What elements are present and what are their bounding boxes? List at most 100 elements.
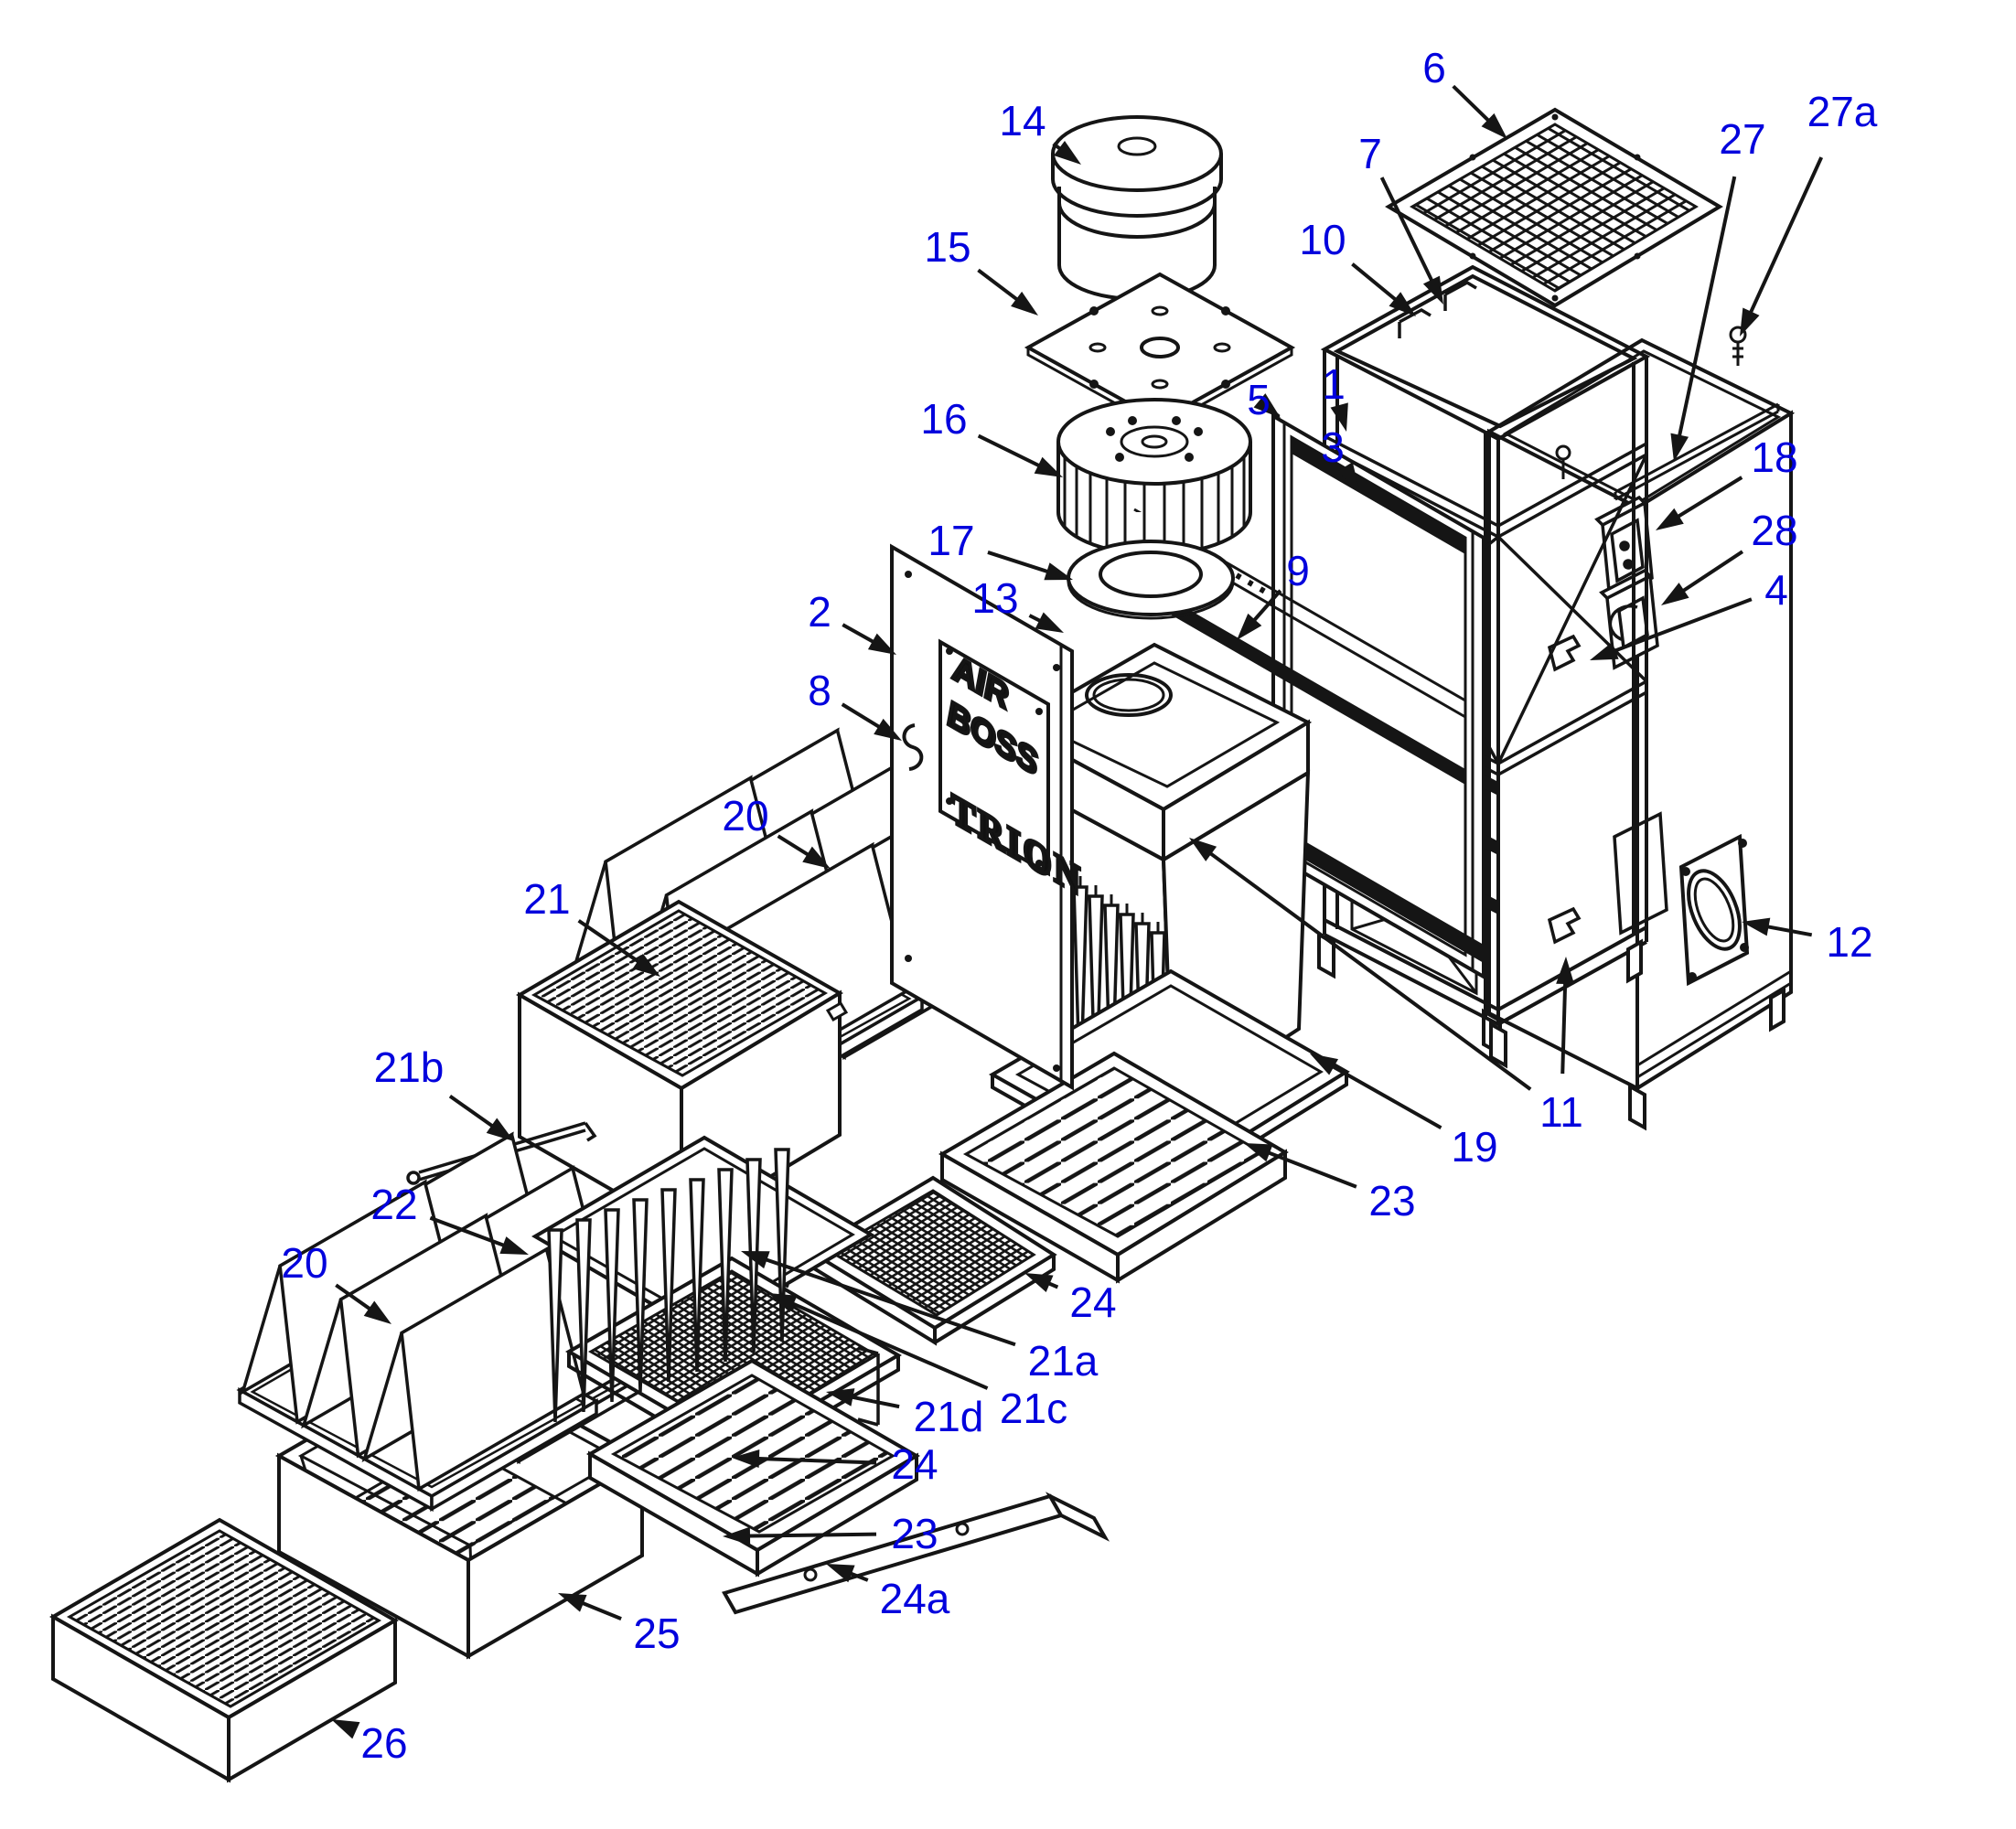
part-number-text: 19 [1451,1123,1497,1171]
leader-arrowhead [1310,1054,1339,1075]
part-label-17: 17 [928,517,1073,581]
leader-line [1351,262,1402,305]
frame-rails-left [1324,434,1499,776]
leader-line [1249,589,1282,626]
part-number-text: 4 [1764,566,1788,614]
corner-bracket-right [1443,280,1477,311]
spring-hook [902,723,924,771]
part-number-text: 9 [1286,547,1310,594]
part-number-text: 21 [523,875,570,923]
leader-arrowhead [1024,1273,1054,1292]
hub-bolts [1106,416,1203,462]
leader-line [1452,84,1495,127]
part-number-text: 21d [914,1393,984,1440]
part-number-text: 22 [370,1181,417,1228]
part-label-24a: 24a [826,1564,950,1622]
cabinet-shell [1482,326,1796,1131]
part-label-25: 25 [558,1593,681,1657]
leader-line [845,1394,900,1409]
part-label-21: 21 [523,875,660,977]
part-label-20: 20 [281,1239,391,1324]
part-number-text: 21b [374,1043,445,1091]
gasket [1292,437,1465,554]
part-number-text: 12 [1826,918,1872,966]
inlet-ring [1067,540,1235,620]
part-number-text: 27 [1719,115,1765,163]
part-number-text: 2 [808,588,831,636]
leader-arrowhead [1740,307,1760,337]
leader-arrowhead [723,1526,751,1546]
door-frame-midrail-dark [1273,658,1465,785]
leader-arrowhead [1590,642,1619,660]
part-number-text: 24a [880,1575,950,1622]
leader-arrowhead [874,718,902,741]
part-number-text: 16 [920,395,967,443]
door-frame [1133,412,1485,980]
leader-line [577,919,645,968]
part-label-27: 27 [1670,115,1766,462]
part-number-text: 1 [1322,360,1346,408]
part-number-text: 7 [1358,130,1382,177]
leader-arrowhead [1670,433,1689,462]
part-label-18: 18 [1656,433,1798,530]
leader-line [987,551,1055,576]
part-number-text: 6 [1422,44,1446,91]
angle-channel [722,1492,1110,1615]
part-label-20: 20 [722,792,831,869]
part-number-text: 28 [1751,507,1797,554]
part-label-10: 10 [1299,216,1416,316]
part-number-text: 18 [1751,433,1797,481]
frame-rails-right [1497,442,1647,776]
duct-collar [1678,833,1750,987]
leader-line [429,1215,511,1250]
shell-faces [1485,337,1796,1092]
leader-arrowhead [1253,393,1281,418]
leader-arrowhead [1330,402,1348,432]
part-label-23: 23 [723,1510,938,1557]
leader-line [977,268,1024,305]
leader-arrowhead [1034,456,1063,477]
blower-fins [1063,457,1246,554]
part-number-text: 10 [1299,216,1346,263]
door-frame-midrail-perf [1272,588,1466,719]
part-label-16: 16 [920,395,1063,477]
top-grille [1385,107,1723,308]
part-label-24: 24 [1024,1273,1117,1326]
keyhole-icon [1555,444,1571,479]
part-label-4: 4 [1590,566,1788,660]
leader-line [1607,597,1753,656]
leader-line [1379,176,1437,288]
part-number-text: 26 [360,1719,407,1767]
part-number-text: 23 [1368,1177,1415,1225]
leader-line [759,1256,1016,1347]
frame-xbrace-right [1496,454,1648,765]
part-label-26: 26 [331,1719,408,1767]
part-label-27a: 27a [1740,88,1878,337]
part-number-text: 17 [928,517,974,564]
part-label-15: 15 [924,223,1038,316]
deck-inner-tier [1039,661,1281,788]
part-number-text: 24 [891,1440,938,1488]
leader-line [1761,924,1813,937]
pleated-filter [49,1517,399,1783]
part-number-text: 20 [722,792,768,840]
part-number-text: 23 [891,1510,938,1557]
part-label-24: 24 [732,1440,938,1488]
part-label-13: 13 [971,574,1064,633]
leader-arrowhead [826,1564,855,1583]
leader-line [841,702,886,733]
logo-plate [938,638,1050,877]
part-number-text: 8 [808,667,831,714]
shell-trim-rail [1614,402,1780,501]
leader-line [335,1283,377,1314]
part-label-8: 8 [808,667,902,741]
part-number-text: 14 [999,97,1046,144]
leader-arrowhead [1244,1143,1273,1162]
leader-line [575,1599,622,1621]
leader-arrowhead [1189,838,1217,861]
part-label-7: 7 [1358,130,1443,305]
stack-bracket [857,1346,880,1427]
part-number-text: 24 [1069,1278,1116,1326]
leader-arrowhead [486,1118,514,1141]
door-screws [905,571,1060,1072]
